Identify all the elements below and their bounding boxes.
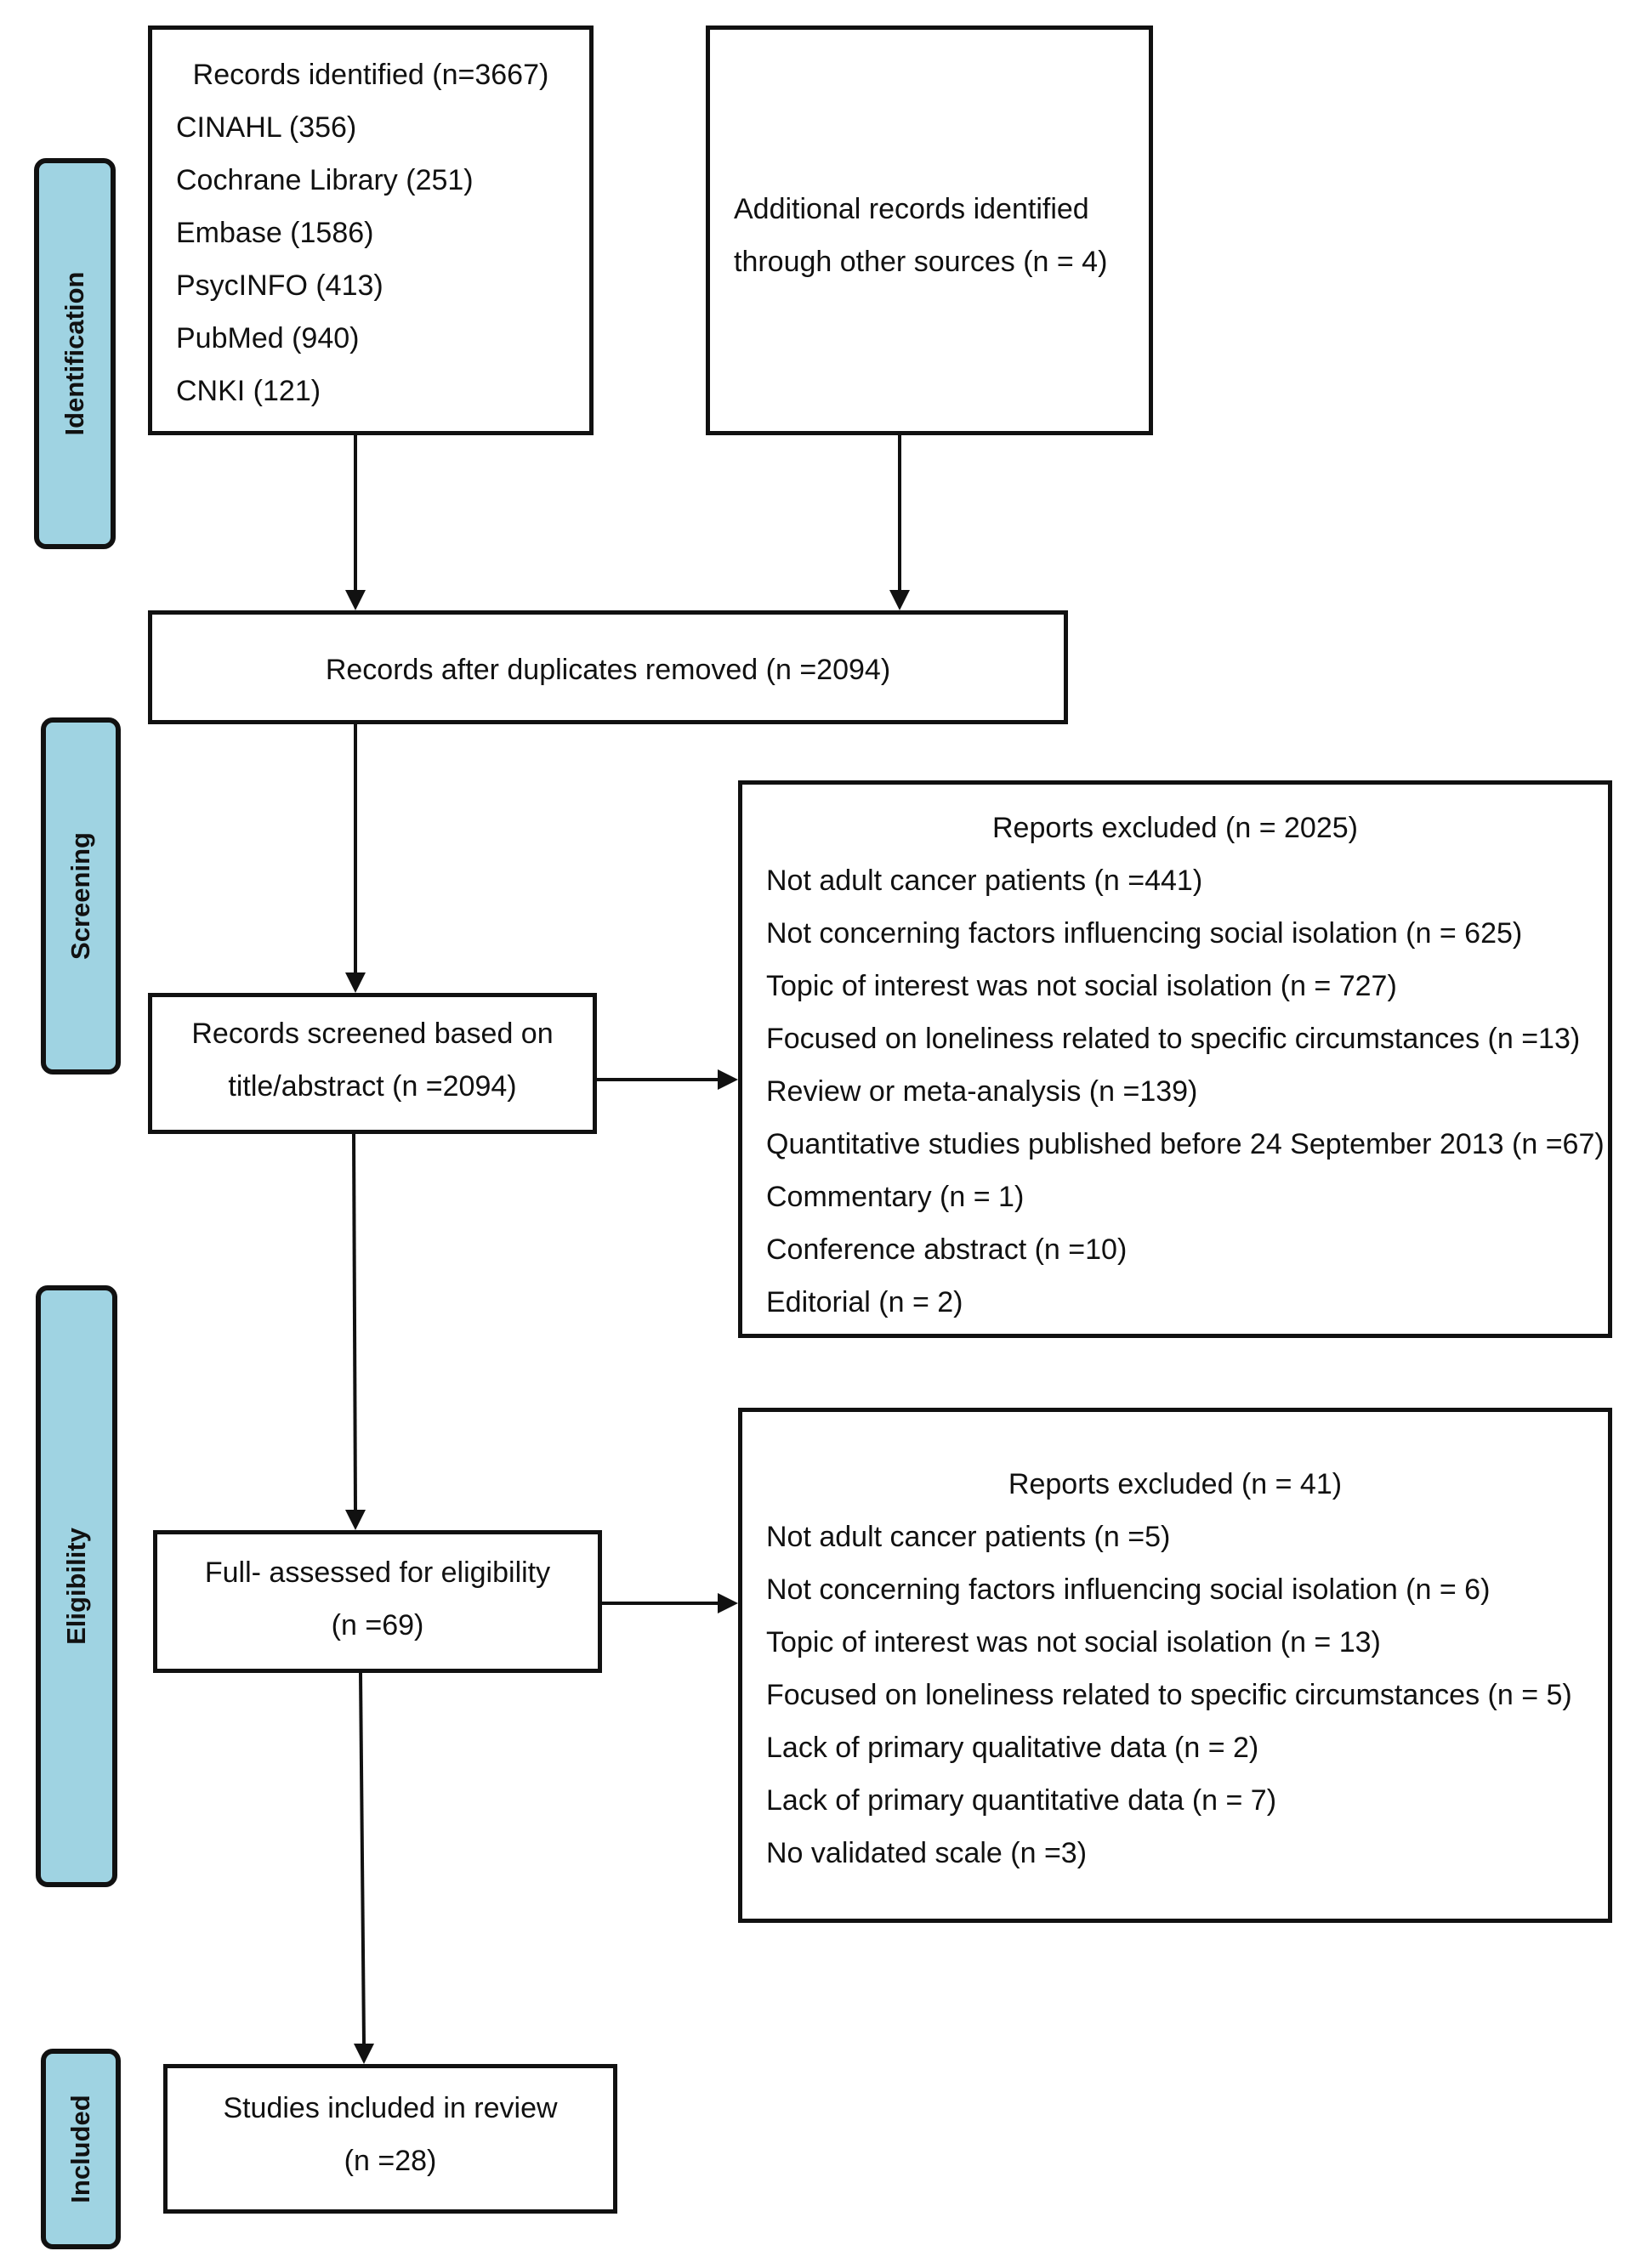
stage-eligibility: Eligibility: [36, 1285, 117, 1887]
screening-excluded-reason: Quantitative studies published before 24…: [766, 1128, 1605, 1160]
duplicates-removed-box: Records after duplicates removed (n =209…: [148, 610, 1068, 724]
source-pubmed: PubMed (940): [176, 322, 360, 354]
screening-excluded-title: Reports excluded (n = 2025): [992, 812, 1358, 844]
eligibility-excluded-reason: Not concerning factors influencing socia…: [766, 1573, 1491, 1606]
included-box: Studies included in review (n =28): [163, 2064, 617, 2214]
additional-records-line-1: Additional records identified: [734, 193, 1089, 225]
included-line-2: (n =28): [344, 2145, 437, 2177]
screening-excluded-reason: Not concerning factors influencing socia…: [766, 917, 1523, 950]
eligibility-excluded-reason: No validated scale (n =3): [766, 1837, 1088, 1869]
eligibility-excluded-title: Reports excluded (n = 41): [1008, 1468, 1343, 1500]
records-identified-box: Records identified (n=3667) CINAHL (356)…: [148, 26, 594, 435]
duplicates-removed-text: Records after duplicates removed (n =209…: [325, 654, 891, 686]
eligibility-line-2: (n =69): [331, 1609, 424, 1641]
eligibility-excluded-reason: Focused on loneliness related to specifi…: [766, 1679, 1572, 1711]
additional-records-line-2: through other sources (n = 4): [734, 246, 1108, 278]
screening-excluded-reason: Conference abstract (n =10): [766, 1233, 1128, 1266]
stage-included: Included: [41, 2049, 121, 2249]
source-cochrane: Cochrane Library (251): [176, 164, 474, 196]
screening-excluded-reason: Not adult cancer patients (n =441): [766, 865, 1203, 897]
arrow-duplicates-to-screened: [345, 724, 366, 993]
screening-excluded-box: Reports excluded (n = 2025) Not adult ca…: [738, 780, 1612, 1338]
arrow-screened-to-eligibility: [345, 1133, 366, 1530]
eligibility-excluded-reason: Lack of primary quantitative data (n = 7…: [766, 1784, 1277, 1817]
stage-identification: Identification: [34, 158, 116, 549]
eligibility-excluded-box: Reports excluded (n = 41) Not adult canc…: [738, 1408, 1612, 1923]
eligibility-line-1: Full- assessed for eligibility: [204, 1556, 551, 1589]
eligibility-excluded-reason: Topic of interest was not social isolati…: [766, 1626, 1381, 1658]
eligibility-excluded-reason: Not adult cancer patients (n =5): [766, 1521, 1171, 1553]
screening-excluded-reason: Editorial (n = 2): [766, 1286, 963, 1318]
screening-excluded-reason: Focused on loneliness related to specifi…: [766, 1023, 1581, 1055]
source-psycinfo: PsycINFO (413): [176, 269, 383, 302]
arrow-screened-to-excluded: [597, 1069, 738, 1090]
records-screened-box: Records screened based on title/abstract…: [148, 993, 597, 1134]
screening-excluded-reason: Topic of interest was not social isolati…: [766, 970, 1397, 1002]
records-screened-line-2: title/abstract (n =2094): [228, 1070, 517, 1103]
source-cnki: CNKI (121): [176, 375, 321, 407]
records-screened-line-1: Records screened based on: [191, 1018, 554, 1050]
arrow-identified-to-duplicates: [345, 435, 366, 610]
included-line-1: Studies included in review: [223, 2092, 558, 2124]
arrow-additional-to-duplicates: [889, 435, 910, 610]
screening-excluded-reason: Commentary (n = 1): [766, 1181, 1025, 1213]
additional-records-box: Additional records identified through ot…: [706, 26, 1153, 435]
source-cinahl: CINAHL (356): [176, 111, 357, 144]
arrow-eligibility-to-included: [354, 1672, 374, 2064]
records-identified-title: Records identified (n=3667): [192, 59, 549, 91]
screening-excluded-reason: Review or meta-analysis (n =139): [766, 1075, 1198, 1108]
arrow-eligibility-to-excluded: [602, 1593, 738, 1613]
stage-screening: Screening: [41, 717, 121, 1074]
source-embase: Embase (1586): [176, 217, 374, 249]
eligibility-box: Full- assessed for eligibility (n =69): [153, 1530, 602, 1673]
eligibility-excluded-reason: Lack of primary qualitative data (n = 2): [766, 1732, 1259, 1764]
